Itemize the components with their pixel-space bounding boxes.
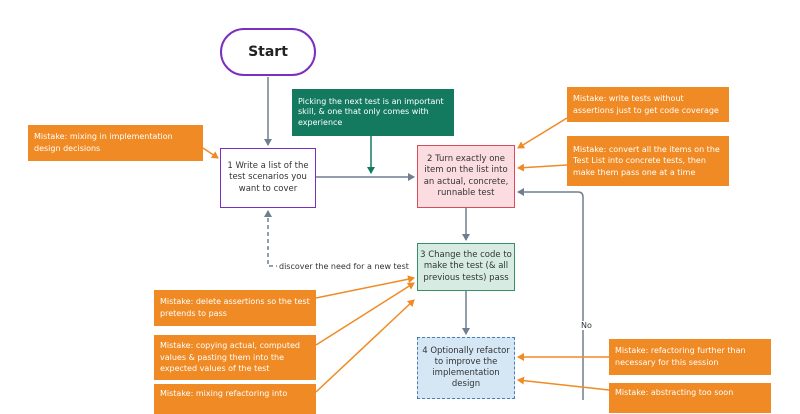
edge-label-no: No [579, 321, 594, 330]
mistake-convert-all: Mistake: convert all the items on the Te… [567, 136, 729, 186]
arrow-no-assertions [517, 117, 568, 149]
arrow-discover-to-step1 [264, 210, 280, 267]
mistake-no-assertions: Mistake: write tests without assertions … [567, 87, 729, 122]
mistake-copying-values: Mistake: copying actual, computed values… [154, 335, 316, 380]
arrow-convert-all [517, 163, 568, 172]
mistake-mixing-implementation: Mistake: mixing in implementation design… [28, 125, 203, 161]
arrow-no-loop-to-step2 [517, 188, 584, 400]
step-3-make-pass: 3 Change the code to make the test (& al… [417, 243, 515, 291]
arrow-mixing-impl [202, 147, 219, 159]
note-picking-next-test: Picking the next test is an important sk… [292, 89, 454, 136]
start-node: Start [220, 28, 316, 76]
flow-connectors [202, 77, 610, 400]
mistake-abstracting-too-soon: Mistake: abstracting too soon [609, 383, 771, 413]
edge-label-discover: discover the need for a new test [277, 262, 411, 271]
mistake-mixing-refactoring: Mistake: mixing refactoring into [154, 384, 316, 414]
arrow-mixing-refactoring [315, 299, 415, 393]
mistake-delete-assertions: Mistake: delete assertions so the test p… [154, 290, 316, 326]
step-4-refactor: 4 Optionally refactor to improve the imp… [417, 337, 515, 399]
step-2-write-test: 2 Turn exactly one item on the list into… [417, 145, 515, 208]
step-1-write-list: 1 Write a list of the test scenarios you… [220, 148, 316, 208]
arrow-delete-assertions [315, 275, 415, 299]
arrow-copying [315, 282, 415, 346]
mistake-refactoring-further: Mistake: refactoring further than necess… [609, 339, 771, 375]
arrow-abstracting [517, 376, 610, 391]
